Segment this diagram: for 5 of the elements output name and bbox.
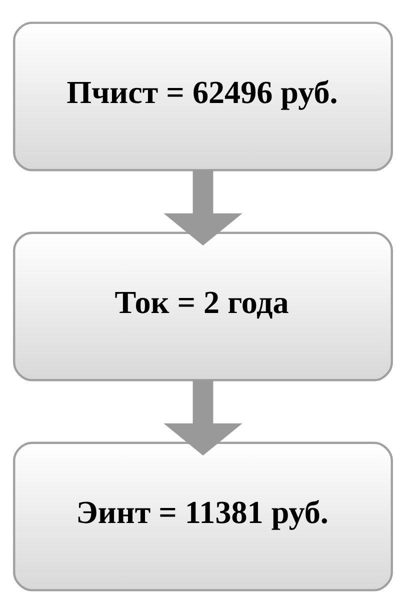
node-box: Эинт = 11381 руб. bbox=[13, 441, 393, 591]
arrow bbox=[164, 170, 242, 245]
node-box: Ток = 2 года bbox=[13, 231, 393, 381]
arrow bbox=[164, 380, 242, 455]
node-box: Пчист = 62496 руб. bbox=[13, 21, 393, 171]
